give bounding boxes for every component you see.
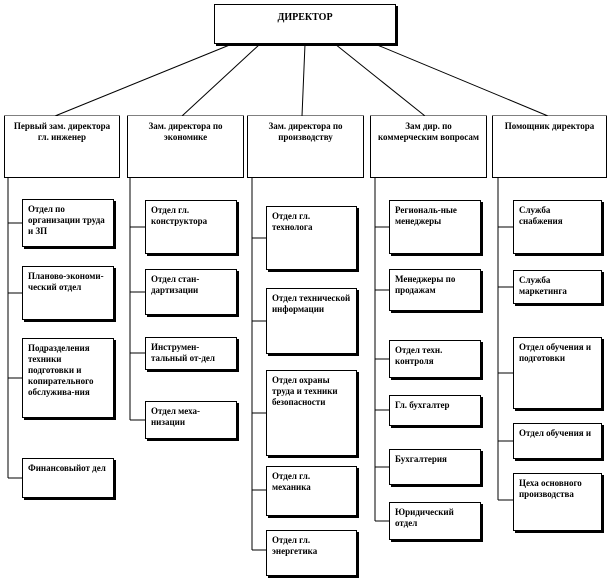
unit-labor-safety: Отдел охраны труда и техники безопасност… <box>266 370 357 456</box>
unit-accounting: Бухгалтерия <box>389 449 481 485</box>
unit-chief-technologist: Отдел гл. технолога <box>266 206 357 270</box>
unit-legal: Юридический отдел <box>389 502 481 540</box>
unit-supply-service: Служба снабжения <box>513 200 602 254</box>
unit-main-production-shops: Цеха основного производства <box>513 473 602 531</box>
unit-chief-accountant: Гл. бухгалтер <box>389 395 481 426</box>
department-head-economics: Зам. директора по экономике <box>127 116 244 178</box>
unit-mechanization: Отдел меха-низации <box>145 401 237 439</box>
unit-technical-information: Отдел технической информации <box>266 288 357 354</box>
unit-technical-support: Подразделения техники подготовки и копир… <box>22 338 114 418</box>
department-head-commerce: Зам дир. по коммерческим вопросам <box>370 116 487 178</box>
unit-technical-control: Отдел техн. контроля <box>389 340 481 378</box>
unit-labor-organization: Отдел по организации труда и ЗП <box>22 199 114 247</box>
unit-training: Отдел обучения и <box>513 423 602 459</box>
department-head-chief-engineer: Первый зам. директора гл. инженер <box>4 116 120 178</box>
unit-regional-managers: Региональ-ные менеджеры <box>389 200 481 254</box>
unit-tools: Инструмен-тальный от-дел <box>145 337 237 370</box>
unit-training-preparation: Отдел обучения и подготовки <box>513 337 602 409</box>
unit-chief-designer: Отдел гл. конструктора <box>145 200 237 254</box>
department-head-assistant: Помощник директора <box>492 116 607 178</box>
department-head-production: Зам. директора по производству <box>247 116 364 178</box>
unit-finance: Финансовыйот дел <box>22 458 114 498</box>
unit-sales-managers: Менеджеры по продажам <box>389 269 481 311</box>
unit-standardization: Отдел стан-дартизации <box>145 269 237 315</box>
unit-marketing-service: Служба маркетинга <box>513 270 602 304</box>
unit-chief-power-engineer: Отдел гл. энергетика <box>266 530 357 576</box>
unit-planning-economics: Планово-экономи-ческий отдел <box>22 266 114 320</box>
director-box: ДИРЕКТОР <box>214 4 396 44</box>
unit-chief-mechanic: Отдел гл. механика <box>266 466 357 516</box>
